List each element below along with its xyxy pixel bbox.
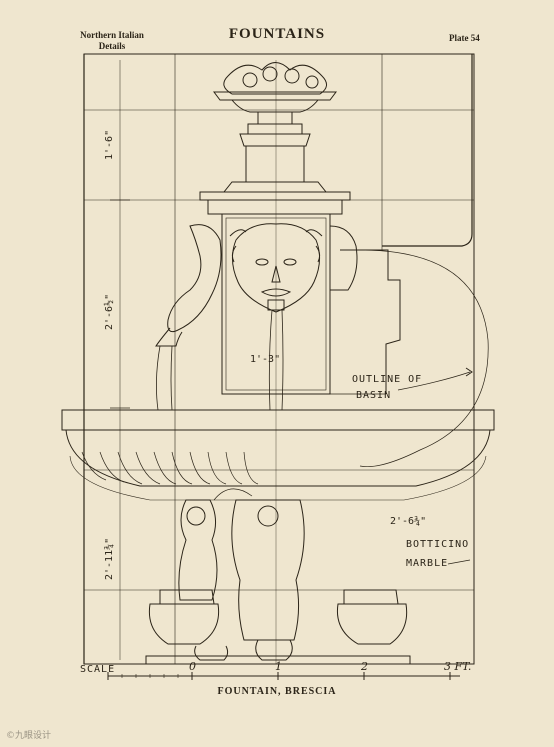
series-label: Northern Italian Details bbox=[66, 30, 158, 52]
side-spout-stream bbox=[156, 345, 161, 411]
support-figures bbox=[178, 488, 305, 661]
left-dolphin bbox=[155, 224, 222, 347]
scale-tick-2: 2 bbox=[360, 660, 368, 673]
dimension-middle: 2'-6½" bbox=[103, 294, 115, 330]
dimension-spout: 1'-3" bbox=[250, 354, 280, 365]
basin bbox=[61, 409, 495, 501]
right-volute bbox=[329, 225, 358, 291]
dimension-right: 2'-6¾" bbox=[390, 515, 426, 527]
basin-outline-arc bbox=[359, 249, 489, 467]
page-title: FOUNTAINS bbox=[228, 26, 326, 42]
scale-tick-3: 3 FT. bbox=[444, 660, 471, 673]
figure-caption: FOUNTAIN, BRESCIA bbox=[217, 686, 337, 697]
plate-header: Northern Italian Details FOUNTAINS Plate… bbox=[0, 0, 554, 52]
scale-tick-1: 1 bbox=[275, 660, 282, 673]
basin-note-line2: BASIN bbox=[356, 390, 391, 401]
base-feet bbox=[145, 589, 411, 665]
scale-label: SCALE bbox=[80, 664, 115, 675]
series-label-line2: Details bbox=[98, 41, 126, 51]
dimension-lower: 2'-11¾" bbox=[103, 538, 115, 580]
basin-profile bbox=[340, 249, 401, 394]
scale-tick-0: 0 bbox=[189, 660, 196, 673]
watermark: ©九眼设计 bbox=[6, 731, 52, 741]
material-note-line2: MARBLE bbox=[406, 558, 448, 569]
plate-number: Plate 54 bbox=[449, 33, 480, 43]
dimension-upper: 1'-6" bbox=[104, 130, 115, 160]
scale-bar bbox=[107, 672, 460, 680]
series-label-line1: Northern Italian bbox=[80, 30, 144, 40]
basin-note-line1: OUTLINE OF bbox=[352, 374, 422, 385]
material-note-line1: BOTTICINO bbox=[406, 539, 469, 550]
spout-stream bbox=[268, 309, 273, 411]
fruit-urn bbox=[213, 62, 337, 124]
pedestal bbox=[199, 123, 351, 215]
